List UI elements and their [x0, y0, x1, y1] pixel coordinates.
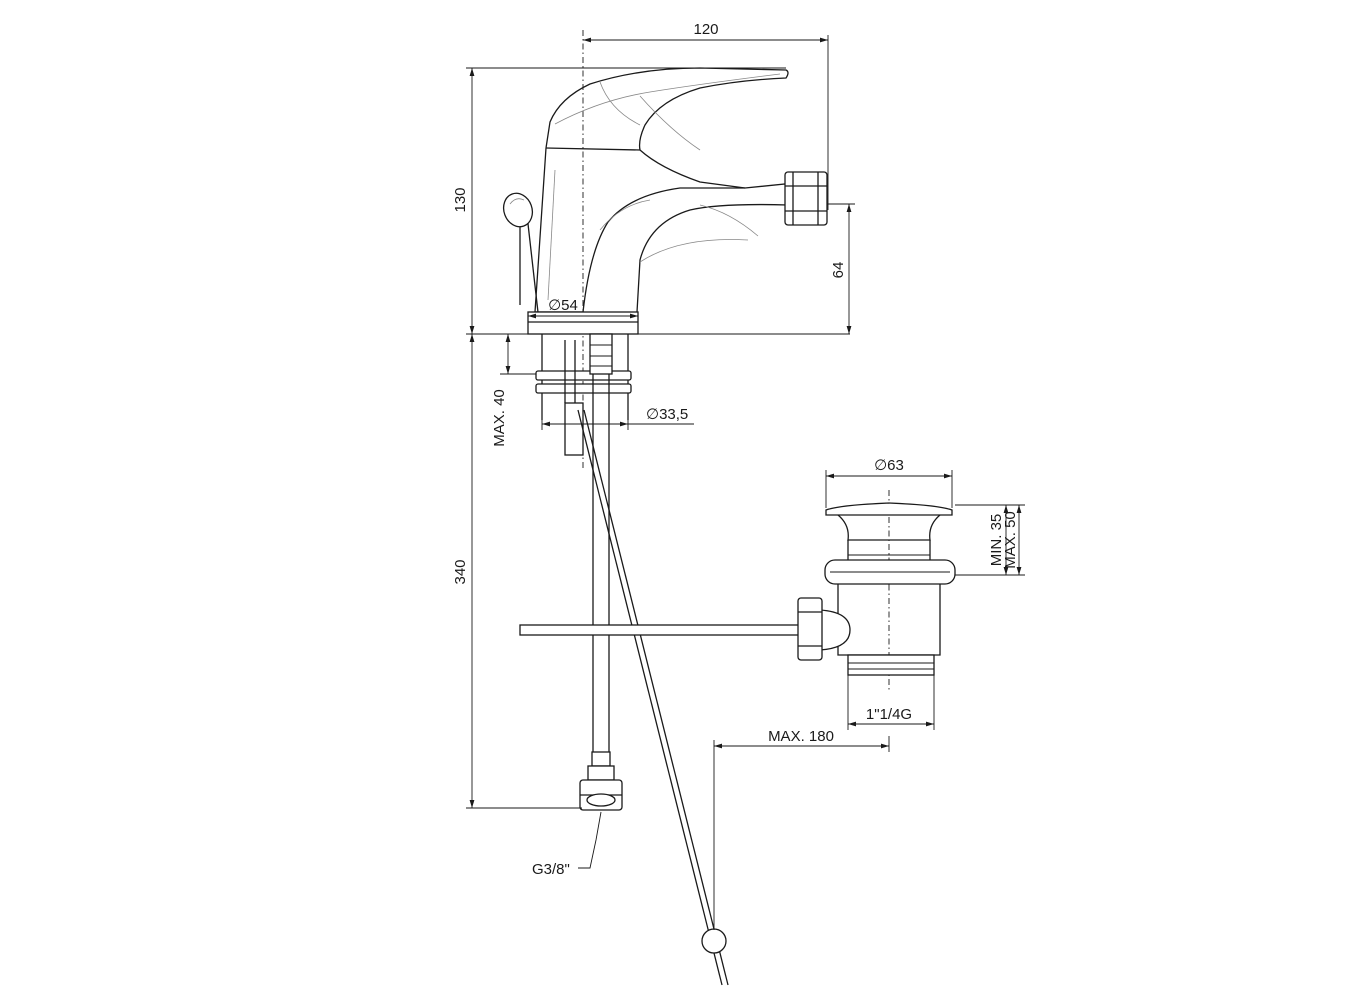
label-d54: ∅54 — [548, 297, 578, 314]
label-64: 64 — [830, 262, 847, 279]
label-min35: MIN. 35 — [988, 514, 1005, 567]
dimension-max180: MAX. 180 — [713, 728, 890, 930]
callout-g3-8: G3/8" — [532, 811, 602, 878]
dimension-d33-5: ∅33,5 — [541, 406, 694, 430]
label-340: 340 — [452, 559, 469, 584]
bidet-spout-nozzle — [784, 171, 828, 226]
lever-handle[interactable] — [545, 67, 789, 189]
waste-side-connector — [797, 597, 851, 661]
mixer-tap — [499, 30, 828, 986]
dimension-120: 120 — [583, 21, 829, 210]
dimension-min35-max50: MIN. 35 MAX. 50 — [955, 504, 1025, 576]
label-120: 120 — [693, 21, 718, 38]
dimension-340: 340 — [452, 334, 582, 809]
label-d63: ∅63 — [874, 457, 904, 474]
label-130: 130 — [452, 187, 469, 212]
label-g3-8: G3/8" — [532, 861, 570, 878]
dimension-d63: ∅63 — [825, 457, 953, 508]
label-d33-5: ∅33,5 — [646, 406, 688, 423]
pop-up-knob[interactable] — [499, 189, 541, 331]
mixer-body — [534, 147, 789, 313]
label-max40: MAX. 40 — [491, 389, 508, 447]
label-max50: MAX. 50 — [1002, 511, 1019, 569]
mixer-base — [527, 311, 639, 335]
pop-up-rod — [577, 409, 729, 986]
label-thread-1-1-4g: 1"1/4G — [866, 706, 912, 723]
dimension-d54: ∅54 — [528, 297, 638, 319]
flexible-hose — [579, 374, 623, 811]
fixing-shank — [535, 333, 632, 456]
waste-assembly — [797, 490, 956, 690]
waste-flange — [825, 502, 953, 516]
dimension-max40: MAX. 40 — [491, 334, 536, 447]
dimension-64: 64 — [827, 203, 855, 334]
linkage-bar — [519, 624, 806, 636]
label-max180: MAX. 180 — [768, 728, 834, 745]
dimension-thread-1-1-4g: 1"1/4G — [847, 675, 935, 730]
dimension-130: 130 — [452, 67, 850, 335]
